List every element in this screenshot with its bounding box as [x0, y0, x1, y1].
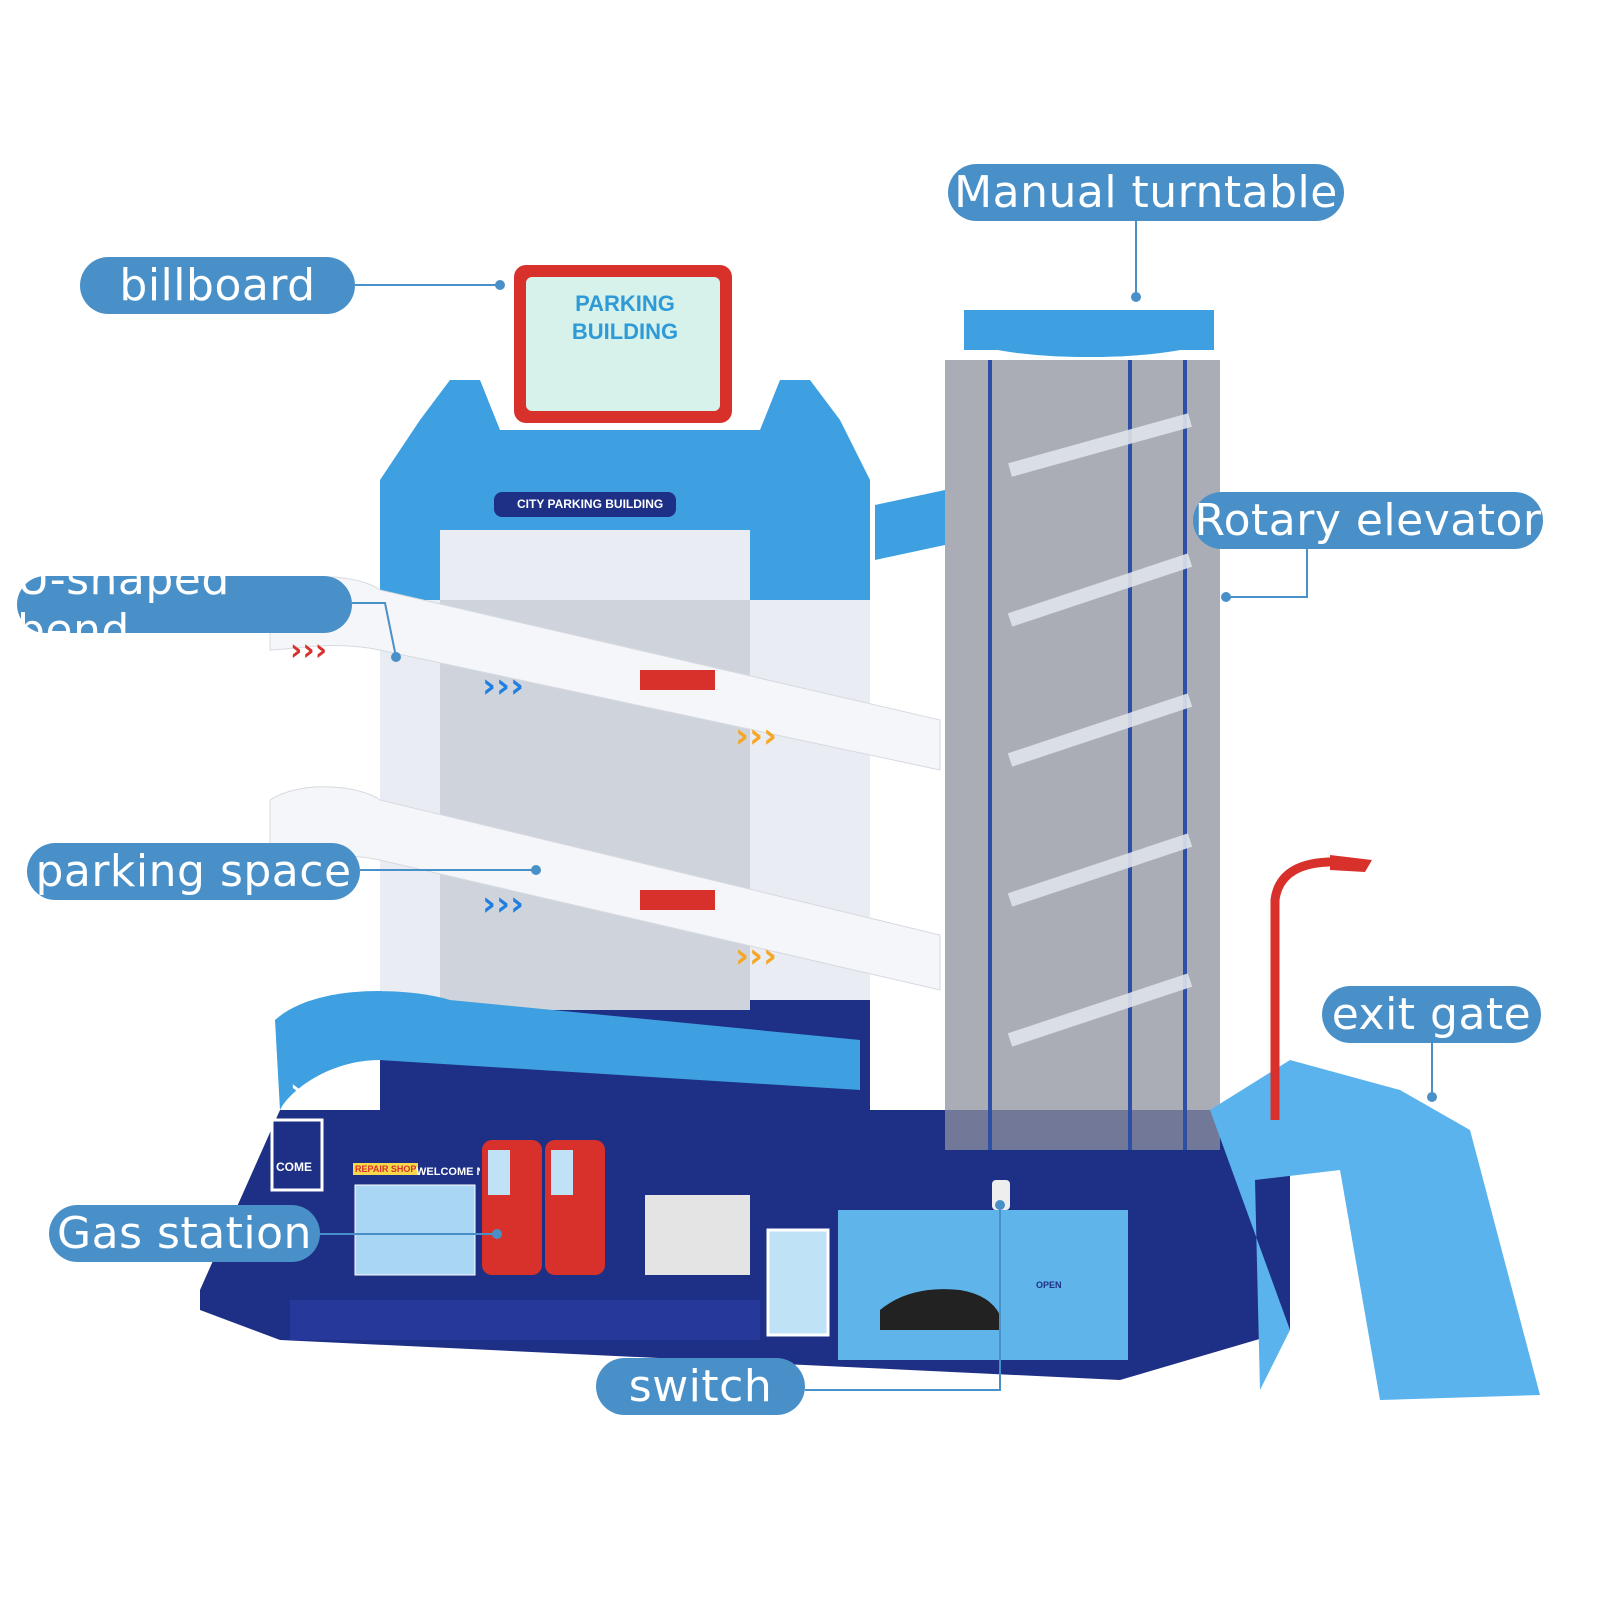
billboard-line-2: BUILDING — [571, 319, 679, 344]
svg-text:›››: ››› — [290, 633, 327, 668]
svg-text:›››: ››› — [735, 936, 777, 976]
street-lamp — [1270, 857, 1341, 1120]
repair-shop-window — [354, 1184, 476, 1276]
gas-pumps-icon — [482, 1140, 605, 1275]
billboard-text: PARKING BUILDING — [570, 290, 680, 346]
billboard-line-1: PARKING — [575, 291, 675, 316]
label-gas-station: Gas station — [49, 1205, 320, 1262]
label-u-shaped-bend: U-shaped bend — [17, 554, 352, 656]
label-parking-space: parking space — [27, 843, 360, 900]
label-billboard: billboard — [80, 257, 355, 314]
station-scene — [838, 1210, 1128, 1360]
bottom-ramp — [275, 991, 860, 1110]
svg-text:›››: ››› — [482, 666, 524, 706]
open-sign: OPEN — [1036, 1280, 1062, 1290]
label-rotary-elevator: Rotary elevator — [1193, 492, 1543, 549]
svg-text:›››: ››› — [290, 1073, 327, 1108]
welcome-sign: WELCOME NEW — [416, 1166, 480, 1178]
repair-shop-sign: REPAIR SHOP — [353, 1163, 419, 1175]
banner — [494, 492, 676, 517]
banner-text: CITY PARKING BUILDING — [517, 497, 664, 511]
svg-text:›››: ››› — [482, 884, 524, 924]
label-switch: switch — [596, 1358, 805, 1415]
garage-door — [645, 1195, 750, 1275]
car-icon — [880, 1289, 1000, 1330]
welcome-side-sign: COME — [276, 1160, 312, 1174]
label-manual-turntable: Manual turntable — [948, 164, 1344, 221]
exit-ramp — [1210, 1060, 1540, 1400]
label-exit-gate: exit gate — [1322, 986, 1541, 1043]
rotary-elevator-tower — [945, 360, 1220, 1150]
leader-lines — [320, 221, 1433, 1391]
svg-text:›››: ››› — [735, 716, 777, 756]
